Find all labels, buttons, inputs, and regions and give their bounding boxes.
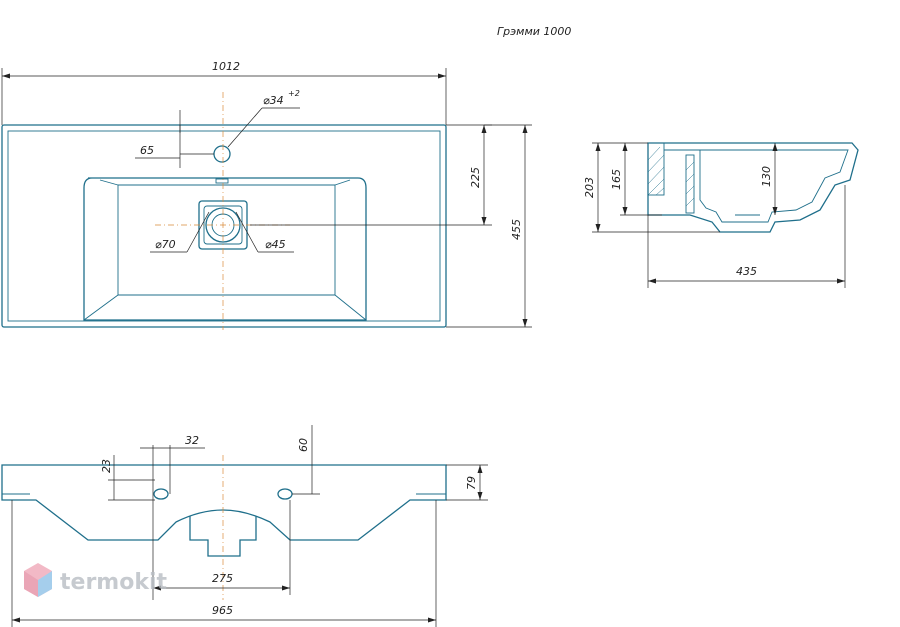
front-view: 32 23 60 79 275 965 <box>1 425 488 627</box>
watermark-text: termokit <box>60 570 167 595</box>
dim-mount-spacing: 32 <box>185 434 199 447</box>
side-view-inner-bowl <box>699 149 849 223</box>
dim-tap-offset: 65 <box>140 144 154 157</box>
dim-mount-distance: 275 <box>212 572 233 585</box>
overflow-slot <box>215 178 229 184</box>
dim-drain-outer: ⌀70 <box>155 238 176 251</box>
dim-hole-offset: 23 <box>100 459 113 473</box>
drawing-title: Грэмми 1000 <box>497 25 571 38</box>
dim-side-depth: 435 <box>736 265 757 278</box>
dim-mount-height: 60 <box>297 438 310 452</box>
drain-outer-circle <box>205 207 241 243</box>
dim-total-width: 965 <box>212 604 233 617</box>
tap-hole <box>213 145 231 163</box>
side-view: 203 165 130 435 <box>583 142 859 288</box>
top-view: 1012 ⌀34 +2 65 225 455 ⌀70 ⌀45 <box>1 60 532 330</box>
dim-total-height: 203 <box>583 177 596 198</box>
dim-bowl-height: 130 <box>760 166 773 187</box>
side-view-outline <box>647 142 859 233</box>
dim-tap-hole: ⌀34 <box>263 94 284 107</box>
mount-hole-left <box>153 488 169 500</box>
watermark-logo: termokit <box>24 563 167 597</box>
mount-hole-right <box>277 488 293 500</box>
dim-tap-hole-tol: +2 <box>288 89 300 98</box>
front-view-siphon <box>189 516 257 557</box>
dim-overall-width: 1012 <box>212 60 240 73</box>
dim-bowl-depth-front: 225 <box>469 167 482 188</box>
front-view-outline <box>1 464 447 541</box>
dim-rim-height: 79 <box>465 476 478 490</box>
dim-overall-depth: 455 <box>510 219 523 240</box>
dim-body-height: 165 <box>610 169 623 190</box>
top-view-inner-outline <box>7 130 441 322</box>
dim-drain-inner: ⌀45 <box>265 238 286 251</box>
top-view-outer-outline <box>1 124 447 328</box>
